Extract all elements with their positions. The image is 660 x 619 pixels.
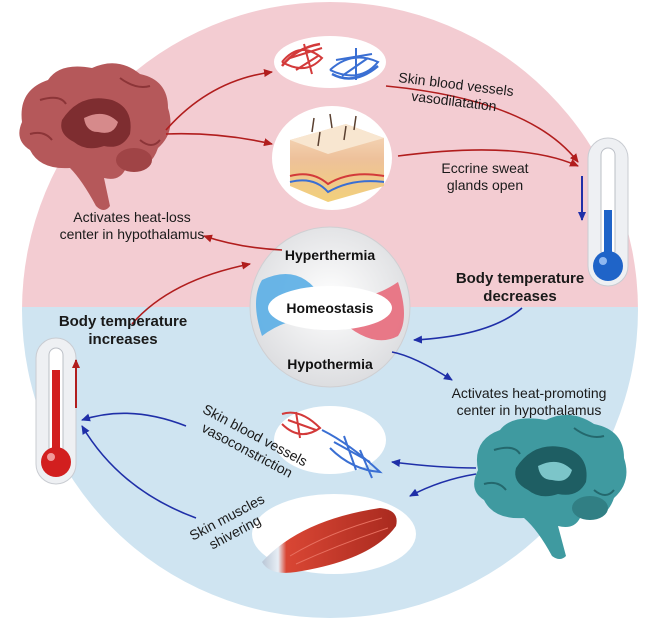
homeostasis-label: Homeostasis [286,300,374,316]
blood-vessel-icon [274,36,386,88]
cool-arrows [81,307,523,519]
thermometer-cold-icon [587,137,629,287]
brain-teal-icon [474,414,627,559]
blood-vessel-icon [274,406,386,479]
thermometer-hot-icon [35,337,77,485]
warm-arrows [131,69,579,325]
hyperthermia-label: Hyperthermia [284,247,376,263]
hypothermia-label: Hypothermia [287,356,373,372]
center-circle [249,226,411,388]
skin-layer-icon [272,106,392,210]
muscle-icon [252,494,416,574]
brain-red-icon [19,63,171,211]
